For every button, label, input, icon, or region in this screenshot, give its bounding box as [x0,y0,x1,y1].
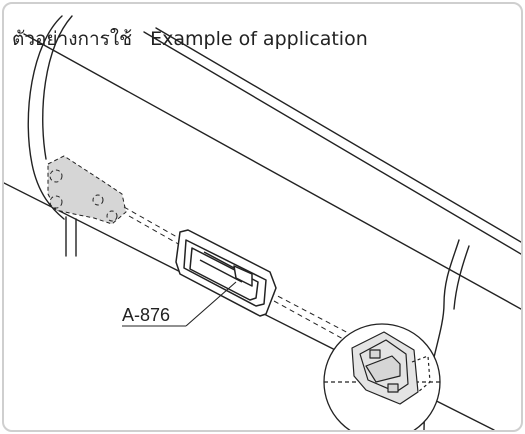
detail-circle [323,323,441,430]
rail-top-line [143,31,521,255]
application-illustration [4,15,521,430]
callout-label-a876: A-876 [122,305,171,325]
door-right-edge-inner [453,245,470,310]
title-thai: ตัวอย่างการใช้ [12,28,133,50]
panel-upper-edge [23,33,521,310]
page-title: ตัวอย่างการใช้ Example of application [12,24,368,54]
callout-leader [122,281,237,327]
rail-top-line-2 [155,27,521,243]
title-english: Example of application [150,28,368,50]
left-bracket [47,155,127,225]
handle-a876 [175,229,277,317]
door-left-edge-inner [42,15,73,160]
